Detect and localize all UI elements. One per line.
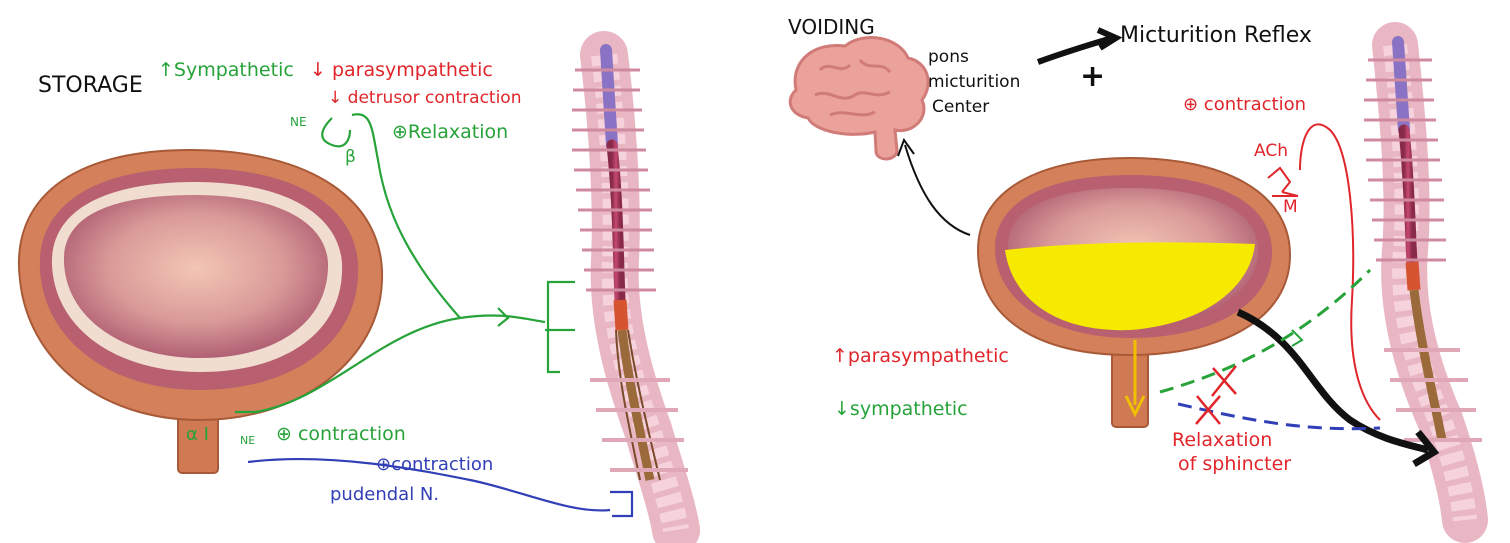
relaxation-label-2: of sphincter	[1178, 453, 1291, 475]
storage-alpha-label: α I	[186, 424, 209, 445]
reflex-label: Micturition Reflex	[1120, 23, 1312, 48]
brain-icon	[790, 37, 928, 159]
storage-beta-label: β	[345, 147, 356, 167]
storage-parasympathetic-label: ↓ parasympathetic	[310, 59, 493, 81]
pons-label-3: Center	[932, 97, 989, 117]
voiding-bladder	[978, 158, 1290, 427]
ach-label: ACh	[1254, 141, 1288, 161]
storage-ne-bottom: NE	[240, 434, 255, 447]
voiding-parasympathetic-label: ↑parasympathetic	[832, 345, 1009, 367]
relaxation-label-1: Relaxation	[1172, 429, 1272, 451]
storage-detrusor-label: ↓ detrusor contraction	[328, 88, 521, 108]
pons-label-2: micturition	[928, 72, 1020, 92]
voiding-sympathetic-terminal	[1292, 330, 1302, 346]
voiding-contraction-label: ⊕ contraction	[1183, 94, 1306, 115]
storage-spine	[572, 50, 688, 530]
storage-panel: STORAGE ↑Sympathetic ↓ parasympathetic ↓…	[19, 50, 688, 530]
storage-green-contraction: ⊕ contraction	[276, 423, 406, 445]
voiding-panel: VOIDING pons micturition Center Micturit…	[788, 15, 1482, 520]
pons-label-1: pons	[928, 47, 969, 67]
storage-relaxation-label: ⊕Relaxation	[392, 121, 508, 143]
storage-title: STORAGE	[38, 73, 143, 98]
plus-sign: +	[1080, 59, 1105, 94]
storage-ne-top: NE	[290, 115, 307, 129]
voiding-sympathetic-label: ↓sympathetic	[834, 398, 968, 420]
m-label: M	[1283, 197, 1298, 217]
storage-pudendal-label: pudendal N.	[330, 484, 439, 505]
storage-blue-contraction: ⊕contraction	[376, 454, 493, 475]
storage-sympathetic-label: ↑Sympathetic	[158, 59, 294, 81]
voiding-title: VOIDING	[788, 15, 875, 39]
